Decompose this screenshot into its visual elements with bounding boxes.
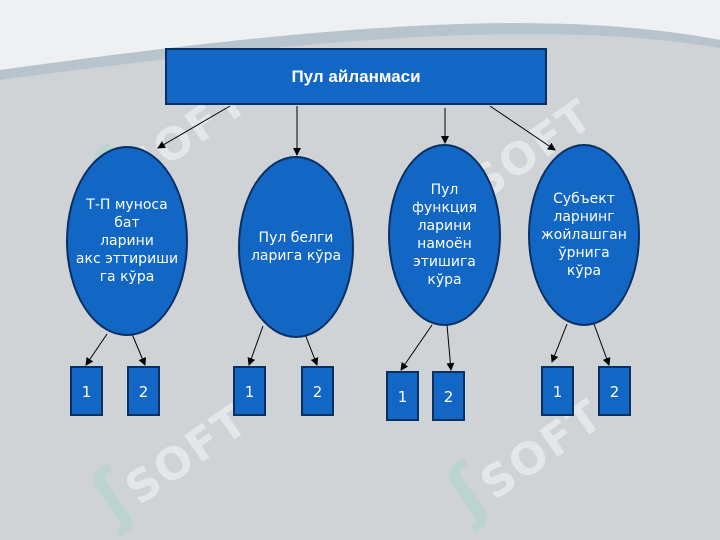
arrow-node1-leaf1 (85, 333, 108, 366)
category-node-3: Пул функция ларини намоён этишига кўра (388, 144, 501, 326)
arrow-node3-leaf1 (400, 324, 433, 371)
arrow-node2-leaf2 (304, 333, 319, 366)
background-wave (0, 0, 720, 80)
arrow-node1-leaf2 (131, 333, 146, 366)
category-node-4: Субъект ларнинг жойлашган ўрнига кўра (528, 144, 640, 326)
category-node-1-label: Т-П муноса бат ларини акс эттириши га кў… (75, 197, 179, 285)
leaf-node-2-1: 1 (233, 366, 266, 416)
leaf-node-1-1: 1 (70, 366, 103, 416)
category-node-2: Пул белги ларига кўра (238, 156, 354, 338)
leaf-node-4-2: 2 (598, 366, 631, 416)
leaf-node-2-2: 2 (301, 366, 334, 416)
root-node-label: Пул айланмаси (291, 66, 421, 86)
leaf-node-3-2: 2 (432, 371, 465, 421)
leaf-node-4-1: 1 (541, 366, 574, 416)
category-node-1: Т-П муноса бат ларини акс эттириши га кў… (66, 146, 188, 336)
arrow-node4-leaf2 (593, 323, 611, 366)
root-node: Пул айланмаси (165, 48, 547, 105)
category-node-4-label: Субъект ларнинг жойлашган ўрнига кўра (541, 191, 627, 279)
category-node-2-label: Пул белги ларига кўра (250, 230, 342, 264)
leaf-node-1-2: 2 (127, 366, 160, 416)
arrow-root-node-1 (157, 105, 231, 149)
category-node-3-label: Пул функция ларини намоён этишига кўра (412, 182, 477, 288)
arrow-node3-leaf2 (446, 324, 455, 371)
arrow-root-node-4 (489, 105, 556, 151)
arrow-node4-leaf1 (550, 323, 568, 363)
arrow-node2-leaf1 (247, 325, 264, 366)
leaf-node-3-1: 1 (386, 371, 419, 421)
